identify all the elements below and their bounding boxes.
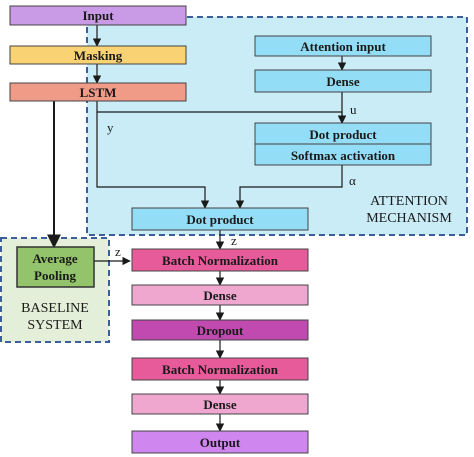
- edge-softmax-dotproduct: [235, 165, 343, 209]
- attention-input-label: Attention input: [300, 39, 386, 54]
- edge-label-u: u: [350, 102, 357, 117]
- baseline-system-title-line1: BASELINE: [21, 301, 89, 316]
- dot-product-bottom-label: Dot product: [186, 212, 254, 227]
- attention-mechanism-title-line2: MECHANISM: [366, 211, 452, 226]
- dot-product-top-label: Dot product: [309, 127, 377, 142]
- softmax-box: [254, 143, 432, 166]
- batch-normalization-2-box: [131, 357, 309, 381]
- attention-input-box: [254, 35, 432, 57]
- attention-mechanism-title-line1: ATTENTION: [370, 194, 448, 209]
- masking-label: Masking: [74, 48, 123, 63]
- dense-2-box: [131, 393, 309, 415]
- input-box: [9, 5, 187, 26]
- output-label: Output: [200, 435, 241, 450]
- dropout-label: Dropout: [197, 323, 244, 338]
- dense-1-box: [131, 284, 309, 306]
- edge-label-alpha: α: [349, 173, 356, 188]
- edge-label-z-baseline: z: [115, 244, 121, 259]
- masking-box: [9, 45, 187, 65]
- edge-label-y: y: [107, 120, 114, 135]
- batch-normalization-1-label: Batch Normalization: [162, 253, 279, 268]
- output-box: [131, 430, 309, 454]
- average-pooling-box: [16, 246, 95, 288]
- batch-normalization-2-label: Batch Normalization: [162, 362, 279, 377]
- dot-product-bottom-box: [131, 207, 309, 231]
- attention-dense-label: Dense: [326, 74, 359, 89]
- average-pooling-label-line1: Average: [32, 251, 77, 266]
- dense-2-label: Dense: [203, 397, 236, 412]
- dense-1-label: Dense: [203, 288, 236, 303]
- softmax-label: Softmax activation: [291, 148, 396, 163]
- dropout-box: [131, 319, 309, 341]
- edge-label-z-attention: z: [231, 233, 237, 248]
- edge-lstm-dotproduct-bottom: [96, 112, 210, 209]
- batch-normalization-1-box: [131, 248, 309, 272]
- average-pooling-label-line2: Pooling: [34, 268, 76, 283]
- lstm-box: [9, 82, 187, 102]
- attention-dense-box: [254, 69, 432, 93]
- baseline-system-title-line2: SYSTEM: [27, 318, 83, 333]
- lstm-label: LSTM: [80, 85, 117, 100]
- input-label: Input: [82, 8, 114, 23]
